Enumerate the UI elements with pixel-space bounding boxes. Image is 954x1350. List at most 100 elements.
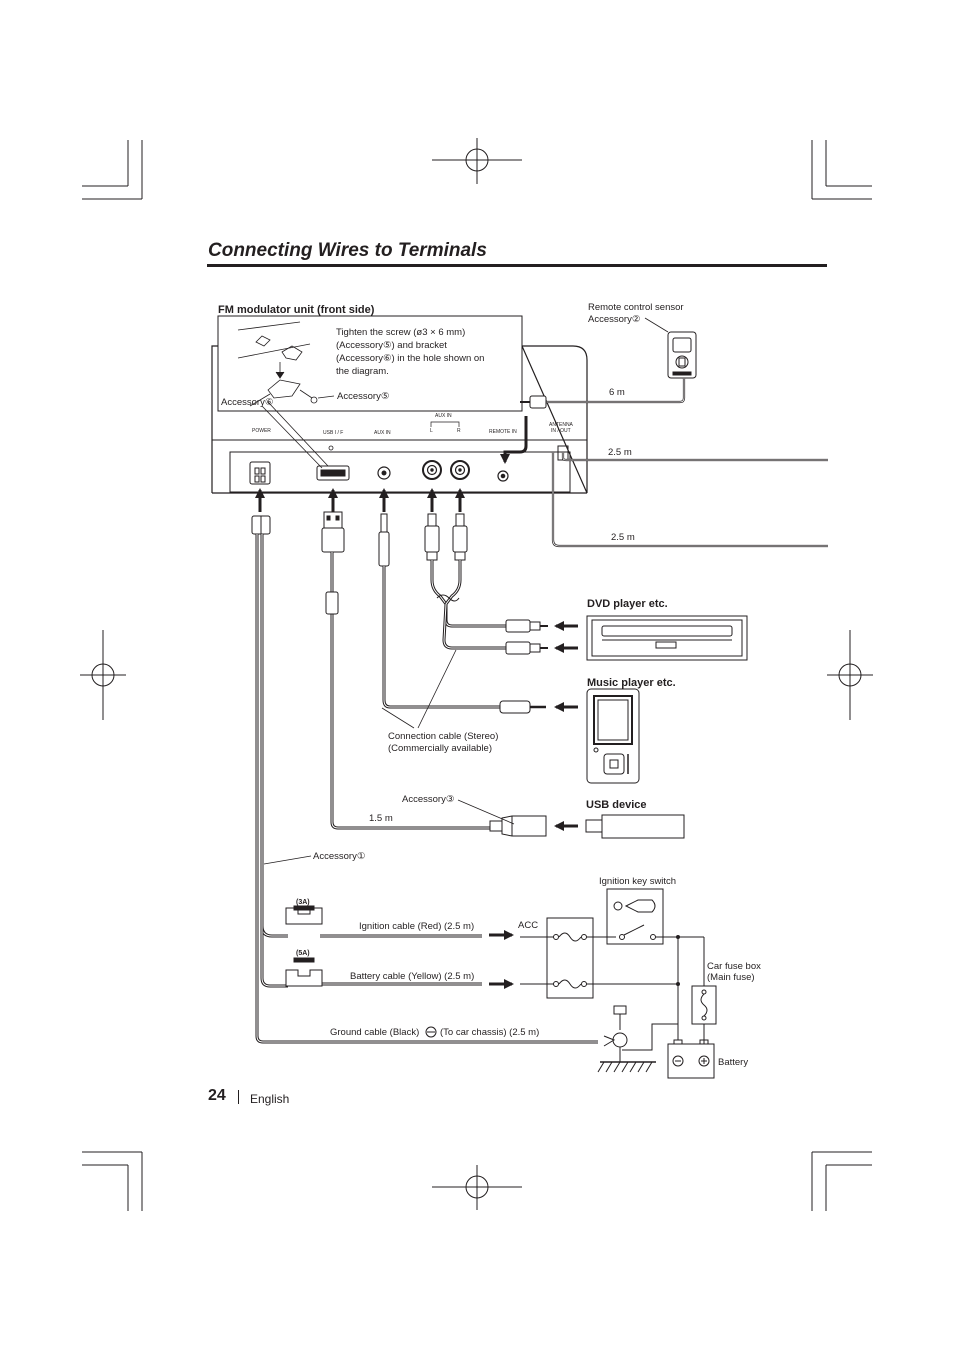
- aux-mini-plug: [378, 513, 390, 567]
- rca-cable-left: [430, 560, 506, 628]
- car-fuse-box: [691, 985, 717, 1044]
- ground-cable-label-prefix: Ground cable (Black): [330, 1027, 419, 1038]
- antenna-cable-out: [551, 452, 828, 548]
- antenna-cable-in: [561, 452, 828, 462]
- battery-icon: [622, 1023, 715, 1079]
- power-cable-1-inner: [256, 534, 598, 1043]
- aux-mini-cable: [382, 566, 500, 709]
- fuse-5a-label: (5A): [296, 950, 310, 957]
- fuse-3a-label: (3A): [296, 899, 310, 906]
- battery-cable-label: Battery cable (Yellow) (2.5 m): [350, 971, 474, 982]
- rca-jack-left: [422, 460, 442, 480]
- battery-label: Battery: [718, 1057, 748, 1068]
- power-cable-2: [260, 534, 288, 938]
- junction-dot-2: [676, 982, 680, 986]
- ignition-cable-label: Ignition cable (Red) (2.5 m): [359, 921, 474, 932]
- port-label-left: L: [430, 428, 433, 434]
- footer-separator: [238, 1090, 239, 1104]
- page-number: 24: [208, 1087, 226, 1104]
- dvd-player-device: [586, 615, 748, 661]
- usb-cable-length: 1.5 m: [369, 813, 393, 824]
- antenna-cable-out-inner: [552, 452, 828, 547]
- music-device-label: Music player etc.: [587, 677, 676, 689]
- antenna-in-length: 2.5 m: [608, 447, 632, 458]
- title-rule: [207, 264, 827, 267]
- vehicle-fuse-block: [520, 917, 678, 999]
- usb-cable: [330, 552, 490, 830]
- usb-device-label: USB device: [586, 799, 647, 811]
- dvd-device-label: DVD player etc.: [587, 598, 668, 610]
- usb-accessory-label: Accessory③: [402, 794, 455, 805]
- usb-cable-inner: [331, 552, 490, 829]
- rca-jack-right: [450, 460, 470, 480]
- power-accessory-leader: [263, 855, 312, 865]
- rca-plug-right: [452, 513, 468, 561]
- remote-cable-length: 6 m: [609, 387, 625, 398]
- music-player-device: [586, 688, 640, 784]
- power-cable-3-inner: [261, 560, 288, 987]
- antenna-cable-in-inner: [562, 452, 828, 461]
- junction-dot-1: [676, 935, 680, 939]
- usb-ferrite-core: [325, 591, 339, 615]
- fm-note-line-1: Tighten the screw (ø3 × 6 mm): [336, 327, 465, 338]
- usb-plug: [321, 511, 345, 553]
- accessory6-leader: [261, 405, 323, 469]
- registration-mark-left: [80, 630, 126, 720]
- stereo-cable-label-2: (Commercially available): [388, 743, 492, 754]
- stereo-cable-label-1: Connection cable (Stereo): [388, 731, 498, 742]
- rca-plug-dvd-2: [505, 641, 548, 655]
- crop-marks: [82, 140, 872, 1211]
- fuse-box-label-1: Car fuse box: [707, 961, 761, 972]
- registration-mark-bottom: [432, 1165, 522, 1210]
- usb-socket: [316, 465, 350, 481]
- stereo-mini-plug: [499, 700, 546, 714]
- port-label-aux-rca: AUX IN: [435, 413, 452, 419]
- port-label-antenna-2: IN / OUT: [551, 428, 571, 434]
- power-accessory-label: Accessory①: [313, 851, 366, 862]
- ground-cable-label-suffix: (To car chassis) (2.5 m): [440, 1027, 539, 1038]
- remote-sensor-label-1: Remote control sensor: [588, 302, 684, 313]
- registration-mark-right: [827, 630, 873, 720]
- fm-note-line-4: the diagram.: [336, 366, 389, 377]
- port-label-antenna-1: ANTENNA: [549, 422, 574, 428]
- remote-in-jack: [497, 470, 509, 482]
- remote-sensor-label-2: Accessory②: [588, 314, 641, 325]
- port-label-right: R: [457, 428, 461, 434]
- antenna-out-length: 2.5 m: [611, 532, 635, 543]
- port-label-remote: REMOTE IN: [489, 429, 517, 435]
- aux-rca-bracket: [430, 421, 460, 427]
- bracket-illustration: [237, 321, 335, 407]
- ground-symbol-icon: [425, 1026, 437, 1038]
- accessory-5-label: Accessory⑤: [337, 391, 390, 402]
- fm-unit-heading: FM modulator unit (front side): [218, 304, 375, 316]
- remote-sensor-leader: [644, 317, 669, 333]
- footer-language: English: [250, 1092, 290, 1106]
- port-label-aux-mini: AUX IN: [374, 430, 391, 436]
- aux-mini-cable-inner: [383, 566, 500, 708]
- double-cables: [255, 534, 598, 1044]
- aux-mini-jack: [377, 466, 391, 480]
- power-cable-3: [260, 560, 288, 988]
- indicator-led: [328, 445, 334, 451]
- acc-label: ACC: [518, 920, 538, 931]
- fuse-box-label-2: (Main fuse): [707, 972, 755, 983]
- usb-extension-socket: [489, 815, 547, 837]
- fuse-holder-3a: [285, 905, 323, 925]
- device-arrows: [554, 621, 578, 831]
- page-title: Connecting Wires to Terminals: [208, 240, 487, 261]
- fm-unit-body: [211, 345, 588, 494]
- ignition-switch: [606, 888, 705, 1028]
- rca-cable-left-inner: [431, 560, 506, 627]
- accessory-6-label: Accessory⑥: [221, 397, 274, 408]
- rca-cable-right: [442, 560, 506, 650]
- power-cable-2-inner: [261, 534, 288, 937]
- chassis-ground: [597, 1005, 656, 1073]
- rca-plug-dvd-1: [505, 619, 548, 633]
- ignition-switch-label: Ignition key switch: [599, 876, 676, 887]
- accessory6-leader-2: [267, 401, 329, 467]
- insert-arrows: [255, 488, 465, 512]
- vehicle-arrows: [489, 930, 514, 989]
- usb-flash-drive: [585, 814, 685, 839]
- power-socket: [249, 461, 271, 485]
